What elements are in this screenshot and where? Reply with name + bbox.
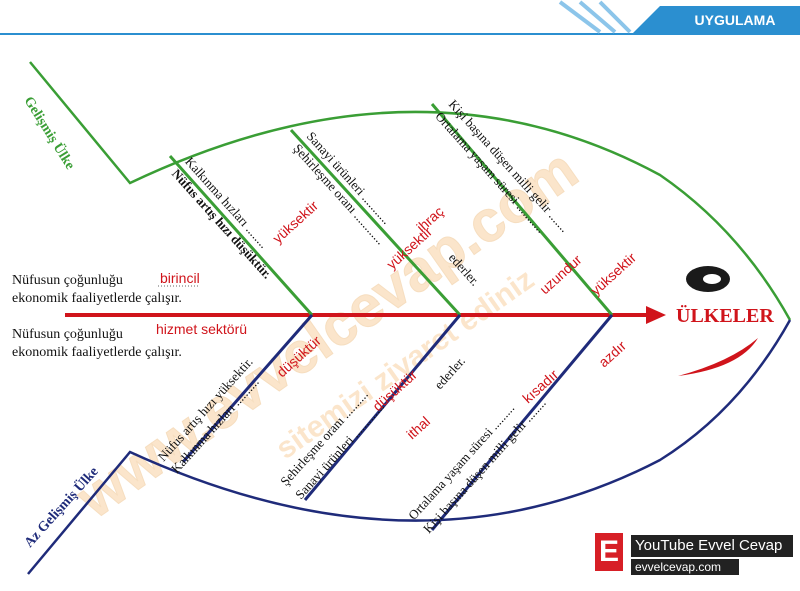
note-2-answer: hizmet sektörü (156, 321, 247, 337)
note-1-answer: birincil (160, 270, 200, 286)
lower-bone-1 (181, 314, 314, 463)
lower-bone-2-answer2: ithal (403, 413, 433, 442)
site-link[interactable]: evvelcevap.com (631, 559, 739, 575)
svg-text:Nüfus artış hızı düşüktür.: Nüfus artış hızı düşüktür. (169, 166, 275, 281)
fish-body (27, 61, 792, 575)
youtube-label[interactable]: YouTube Evvel Cevap (631, 535, 793, 557)
left-notes: Nüfusun çoğunluğu birincil ekonomik faal… (12, 270, 247, 360)
upper-bone-1-answer: yüksektir (269, 197, 321, 246)
note-2-text: Nüfusun çoğunluğu (12, 327, 123, 342)
upper-bone-3 (430, 103, 614, 316)
lower-body-line (27, 319, 792, 575)
upper-bone-3-answer1: yüksektir (587, 249, 639, 298)
note-1-text: Nüfusun çoğunluğu (12, 273, 123, 288)
fish-mouth (678, 338, 758, 376)
upper-bone-2 (289, 128, 462, 317)
lower-bone-3 (430, 314, 614, 531)
top-bar: UYGULAMA (0, 0, 800, 35)
note-1-line2: ekonomik faaliyetlerde çalışır. (12, 291, 182, 306)
note-2-line2: ekonomik faaliyetlerde çalışır. (12, 345, 182, 360)
spine-arrow (65, 306, 666, 324)
upper-body-line (29, 61, 792, 321)
upper-bone-2-text: Sanayi ürünleri ........... Şehirleşme o… (290, 129, 394, 248)
upper-bone-1-text: Kalkınma hızları ........ Nüfus artış hı… (169, 154, 275, 282)
head-label: ÜLKELER (676, 304, 774, 327)
lower-bone-2 (303, 314, 462, 501)
lower-bones (181, 314, 614, 531)
upper-label: Gelişmiş Ülke (21, 93, 79, 172)
upper-bone-1 (168, 155, 314, 316)
lower-bone-3-text: Ortalama yaşam süresi ......... Kişi baş… (405, 395, 549, 536)
upper-bones (168, 103, 614, 317)
channel-badge[interactable]: E YouTube Evvel Cevap evvelcevap.com (595, 533, 795, 578)
lower-bone-3-answer2: azdır (595, 337, 629, 370)
section-title: UYGULAMA (695, 12, 776, 28)
channel-logo-icon: E (595, 533, 623, 571)
